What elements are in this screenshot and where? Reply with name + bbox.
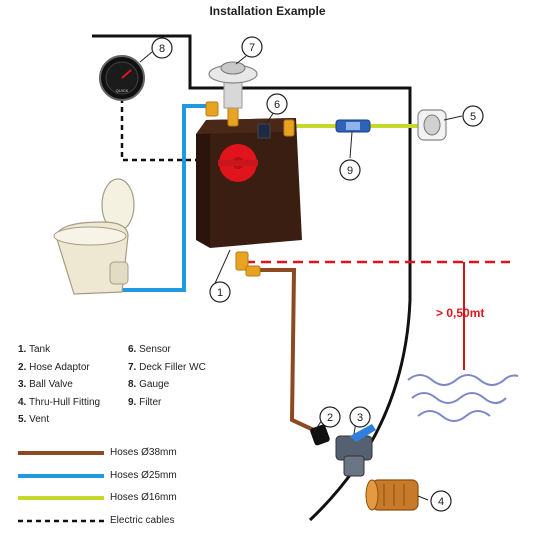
hose-label-cables: Electric cables [110,515,175,526]
callout-8-text: 8 [159,43,165,55]
height-label: > 0,50mt [436,306,485,320]
thru-hull-fitting-icon [365,479,419,511]
filter-icon [335,119,371,133]
callout-4-text: 4 [438,496,444,508]
hose-25mm [112,104,208,292]
callout-6-text: 6 [274,99,280,111]
callout-7 [241,36,263,58]
legend-item-5: 5. Vent [18,414,50,425]
hose-label-38mm: Hoses Ø38mm [110,447,177,458]
gauge-brand: QUICK [116,88,129,93]
tank-icon [196,118,302,248]
gauge-icon: QUICK [99,55,145,101]
callout-numbers: 1 2 3 4 5 6 7 8 9 [159,42,476,508]
callout-1-text: 1 [217,287,223,299]
callout-3 [349,406,371,428]
legend-item-7: 7. Deck Filler WC [128,362,206,373]
hose-label-25mm: Hoses Ø25mm [110,470,177,481]
sensor-icon [257,123,271,139]
callout-3-text: 3 [357,412,363,424]
callout-2-text: 2 [327,412,333,424]
callout-6 [266,93,288,115]
toilet-icon [53,178,135,295]
deck-filler-icon [208,61,258,109]
diagram-title: Installation Example [209,4,326,18]
callout-1 [209,281,231,303]
water-waves-icon [407,374,519,422]
legend-item-4: 4. Thru-Hull Fitting [18,397,101,408]
callout-5-text: 5 [470,111,476,123]
callout-9-text: 9 [347,165,353,177]
callout-5 [462,105,484,127]
callout-4 [430,490,452,512]
ball-valve-icon [335,424,376,477]
callout-7-text: 7 [249,42,255,54]
legend-item-3: 3. Ball Valve [18,379,73,390]
legend-item-8: 8. Gauge [128,379,170,390]
callout-9 [339,159,361,181]
legend-item-6: 6. Sensor [128,344,171,355]
tank-fittings [205,101,295,277]
legend-item-9: 9. Filter [128,397,162,408]
legend-item-2: 2. Hose Adaptor [18,362,90,373]
hose-38mm [258,268,319,434]
callout-8 [151,37,173,59]
callout-2 [319,406,341,428]
hull-outline [92,34,412,522]
legend-item-1: 1. Tank [18,344,51,355]
hose-label-16mm: Hoses Ø16mm [110,492,177,503]
callouts [151,36,484,512]
vent-icon [417,109,447,141]
